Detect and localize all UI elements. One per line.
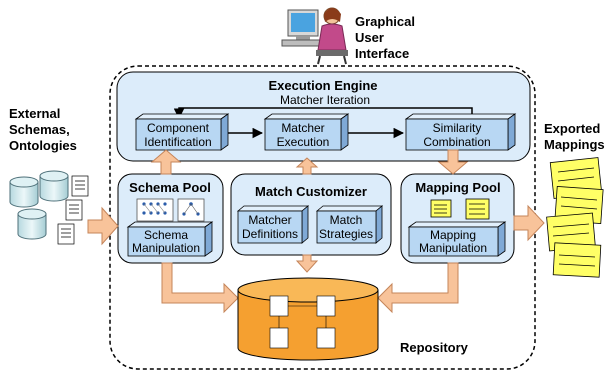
arrow-schema-pool-repository: [161, 262, 239, 314]
matcher-definitions-line2: Definitions: [242, 227, 298, 241]
match-strategies-line1: Match: [330, 213, 363, 227]
mapping-manipulation-box: [407, 221, 507, 257]
match-customizer-title: Match Customizer: [255, 184, 367, 199]
exported-label-1: Exported: [544, 121, 600, 136]
gui-label-1: Graphical: [355, 14, 415, 29]
external-label-3: Ontologies: [9, 138, 77, 153]
gui-label-3: Interface: [355, 46, 409, 61]
arrow-external-to-schema-pool: [87, 206, 119, 246]
matcher-iteration-label: Matcher Iteration: [280, 93, 370, 107]
arrow-customizer-repository: [295, 254, 319, 273]
component-identification-box: [134, 113, 230, 151]
component-identification-line1: Component: [147, 121, 210, 135]
execution-engine-title: Execution Engine: [268, 78, 377, 93]
repository-label: Repository: [400, 340, 469, 355]
matcher-execution-box: [263, 113, 350, 151]
gui-label-2: User: [355, 30, 384, 45]
component-identification-line2: Identification: [144, 135, 211, 149]
schema-pool-title: Schema Pool: [129, 180, 211, 195]
match-strategies-box: [315, 205, 384, 244]
exported-label-2: Mappings: [544, 137, 605, 152]
schema-tree-icon: [177, 198, 205, 222]
iteration-loop-arrow: [173, 107, 473, 120]
document-icon: [57, 175, 89, 245]
arrow-customizer-engine: [295, 157, 319, 175]
arrow-similarity-to-mapping-pool: [437, 149, 469, 175]
database-icon: [9, 176, 39, 208]
database-icon: [39, 170, 69, 202]
mapping-manipulation-line1: Mapping: [430, 228, 476, 242]
mapping-note-icon-2: [465, 198, 490, 220]
arrow-component-to-schema-pool: [150, 149, 182, 175]
mapping-note-stack-icon: [546, 157, 604, 278]
mapping-note-icon-1: [430, 199, 452, 218]
external-label-1: External: [9, 106, 60, 121]
mapping-pool-title: Mapping Pool: [415, 180, 500, 195]
schema-graph-icon: [136, 198, 174, 222]
matcher-execution-line1: Matcher: [281, 121, 324, 135]
arrow-mapping-pool-to-exported: [513, 204, 545, 242]
arrow-mapping-pool-repository: [377, 262, 459, 314]
similarity-combination-box: [404, 113, 517, 151]
matcher-definitions-line1: Matcher: [248, 213, 291, 227]
repository-cylinder: [237, 277, 379, 361]
matcher-definitions-box: [236, 205, 310, 244]
similarity-combination-line2: Combination: [423, 135, 490, 149]
matcher-execution-line2: Execution: [277, 135, 330, 149]
user-at-computer-icon: [281, 7, 348, 65]
schema-manipulation-line1: Schema: [144, 228, 188, 242]
match-strategies-line2: Strategies: [319, 227, 373, 241]
database-icon: [17, 208, 47, 240]
repository-table-icons: [269, 295, 336, 349]
similarity-combination-line1: Similarity: [433, 121, 482, 135]
mapping-manipulation-line2: Manipulation: [419, 241, 487, 255]
schema-manipulation-line2: Manipulation: [132, 241, 200, 255]
schema-manipulation-box: [126, 221, 214, 257]
external-label-2: Schemas,: [9, 122, 70, 137]
